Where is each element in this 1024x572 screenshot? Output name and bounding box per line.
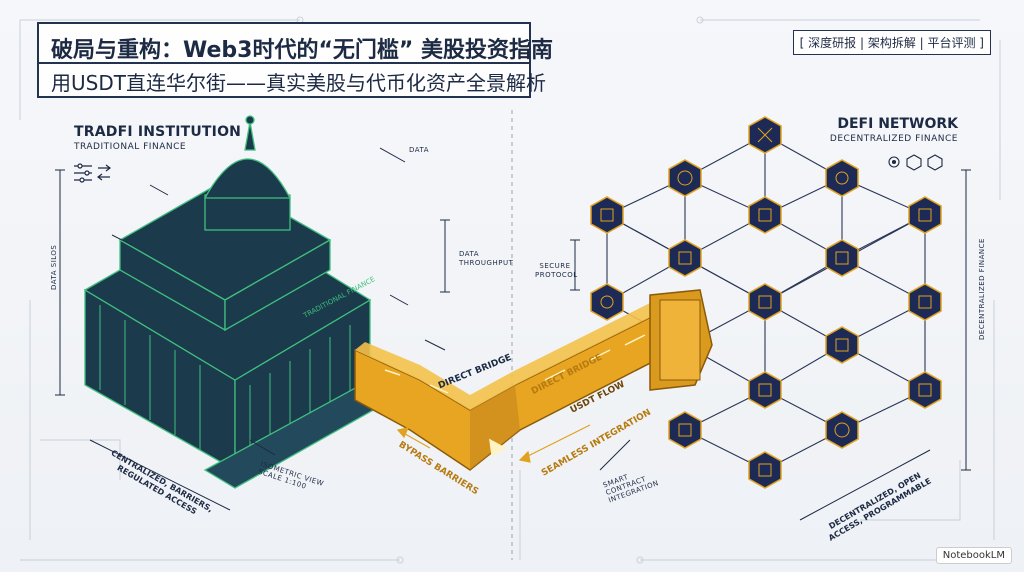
filter-icon bbox=[74, 163, 92, 183]
defi-subheading: DECENTRALIZED FINANCE bbox=[829, 134, 958, 144]
data-throughput-label: DATA THROUGHPUT bbox=[459, 250, 514, 267]
notebooklm-watermark: NotebookLM bbox=[935, 547, 1012, 564]
tradfi-heading: TRADFI INSTITUTION bbox=[74, 124, 242, 140]
right-annotations bbox=[570, 169, 971, 521]
flow-arrows bbox=[396, 424, 591, 463]
title-divider bbox=[39, 62, 529, 64]
data-label: DATA bbox=[409, 146, 430, 154]
circuit-background bbox=[19, 16, 1004, 564]
tradfi-subheading: TRADITIONAL FINANCE bbox=[74, 142, 187, 152]
network-icons bbox=[888, 154, 943, 171]
left-annotations bbox=[55, 147, 450, 511]
defi-heading: DEFI NETWORK bbox=[837, 116, 958, 132]
flow-arrows-icon bbox=[97, 164, 111, 181]
category-tags: [ 深度研报 | 架构拆解 | 平台评测 ] bbox=[792, 30, 991, 55]
title-box: 破局与重构：Web3时代的“无门槛” 美股投资指南 用USDT直连华尔街——真实… bbox=[37, 22, 553, 98]
usdt-bridge bbox=[354, 289, 713, 471]
page-title: 破局与重构：Web3时代的“无门槛” 美股投资指南 bbox=[51, 38, 554, 63]
tradfi-building bbox=[83, 115, 402, 489]
secure-protocol-label: SECURE PROTOCOL bbox=[535, 262, 578, 279]
data-silos-label: DATA SILOS bbox=[50, 244, 58, 290]
defi-side-label: DECENTRALIZED FINANCE bbox=[978, 238, 986, 340]
defi-nodes bbox=[590, 116, 942, 489]
page-subtitle: 用USDT直连华尔街——真实美股与代币化资产全景解析 bbox=[51, 71, 546, 95]
